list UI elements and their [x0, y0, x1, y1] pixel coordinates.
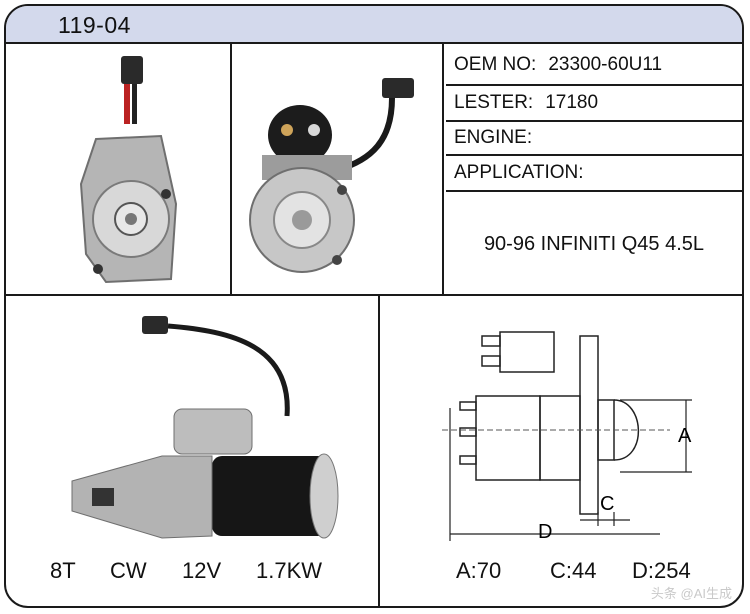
dimension-label-d: D [538, 521, 552, 543]
spec-value: 17180 [545, 92, 599, 113]
watermark: 头条 @AI生成 [650, 586, 732, 601]
dimension-label-a: A [678, 425, 692, 447]
starter-end-view-photo [79, 56, 178, 284]
dimension-label-c: C [600, 493, 614, 515]
starter-rear-view-photo [249, 78, 414, 273]
rotation-label: CW [110, 558, 147, 583]
spec-label: OEM NO: [454, 54, 537, 75]
starter-side-view-photo [71, 316, 339, 539]
power-label: 1.7KW [256, 558, 323, 583]
part-code: 119-04 [58, 12, 131, 38]
spec-value: 23300-60U11 [548, 54, 663, 75]
spec-row-application: APPLICATION: [446, 156, 742, 192]
application-text: 90-96 INFINITI Q45 4.5L [483, 232, 705, 255]
spec-label: ENGINE: [454, 127, 533, 148]
header-bar: 119-04 [6, 6, 742, 44]
spec-row-oem: OEM NO: 23300-60U11 [446, 46, 742, 86]
divider [442, 44, 444, 296]
spec-label: APPLICATION: [454, 162, 584, 183]
divider [378, 296, 380, 606]
dimension-drawing: A C D [442, 331, 692, 543]
dimension-c-value: C:44 [550, 558, 597, 583]
spec-label: LESTER: [454, 92, 534, 113]
divider [230, 44, 232, 296]
spec-row-lester: LESTER: 17180 [446, 86, 742, 122]
dimension-a-value: A:70 [456, 558, 502, 583]
teeth-label: 8T [50, 558, 76, 583]
product-card: 119-04 OEM NO: 23300-60U11 LESTER: [4, 4, 744, 608]
spec-row-engine: ENGINE: [446, 122, 742, 156]
divider [6, 294, 742, 296]
dimension-d-value: D:254 [632, 558, 691, 583]
voltage-label: 12V [182, 558, 222, 583]
